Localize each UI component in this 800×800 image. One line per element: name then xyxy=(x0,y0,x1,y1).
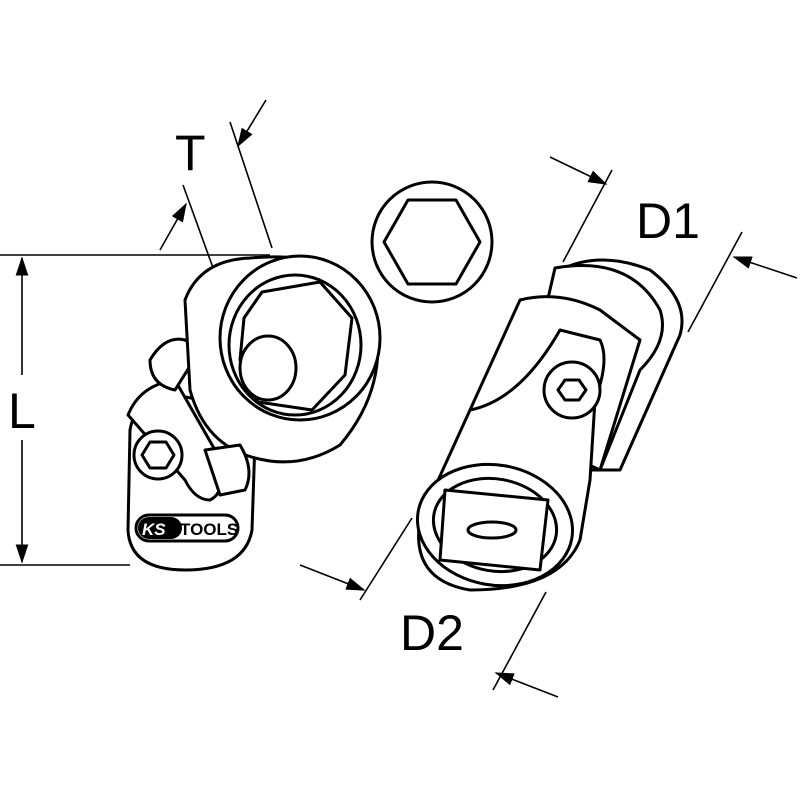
dimension-d1: D1 xyxy=(549,156,798,333)
logo-ks: KS xyxy=(142,520,166,539)
label-d2: D2 xyxy=(400,605,464,661)
logo-tools: TOOLS xyxy=(180,520,238,539)
label-l: L xyxy=(8,383,36,439)
dimension-t: T xyxy=(159,99,273,277)
ks-tools-logo: KS TOOLS xyxy=(134,513,240,543)
hex-profile-detail xyxy=(370,180,494,304)
dimension-l: L xyxy=(0,254,270,566)
label-d1: D1 xyxy=(636,193,700,249)
dimension-d2: D2 xyxy=(299,517,559,698)
right-universal-socket xyxy=(415,258,684,592)
label-t: T xyxy=(175,125,206,181)
